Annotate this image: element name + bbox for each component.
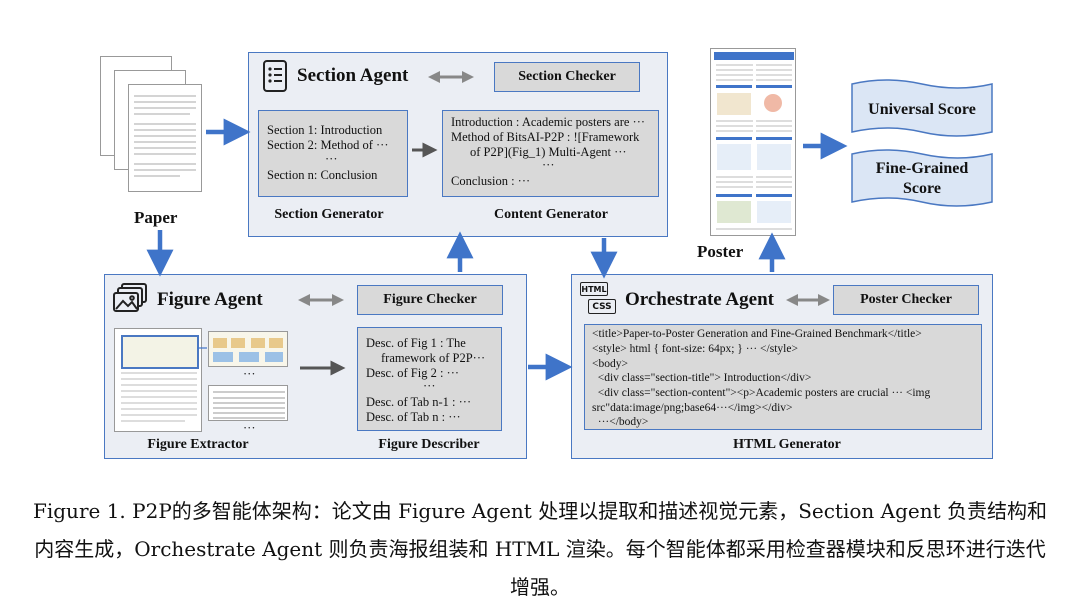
section-checker: Section Checker <box>494 62 640 92</box>
poster-checker: Poster Checker <box>833 285 979 315</box>
figure-agent-title: Figure Agent <box>157 289 263 310</box>
poster-label: Poster <box>697 242 744 261</box>
figure-desc-line: Desc. of Tab n-1 : ··· <box>366 395 472 409</box>
html-generator-label: HTML Generator <box>733 437 841 452</box>
figure-description-box <box>357 327 502 431</box>
figure-desc-ellipsis: ··· <box>423 379 436 393</box>
extracted-figure-thumbnail <box>208 331 288 367</box>
code-line: src"data:image/png;base64···</img></div> <box>592 402 793 414</box>
section-generator-label: Section Generator <box>274 207 384 222</box>
section-item: Section 2: Method of ··· <box>267 138 389 152</box>
section-ellipsis: ··· <box>325 152 338 166</box>
section-item: Section 1: Introduction <box>267 123 383 137</box>
table-thumb-ellipsis: ··· <box>243 421 256 435</box>
flow-arrows <box>146 71 848 381</box>
code-line: <div class="section-content"><p>Academic… <box>592 387 931 399</box>
content-ellipsis: ··· <box>542 158 555 172</box>
html-icon-label: HTML <box>580 282 608 296</box>
css-icon-label: CSS <box>588 299 616 314</box>
extracted-table-thumbnail <box>208 385 288 421</box>
figure-thumb-ellipsis: ··· <box>243 367 256 381</box>
code-line: <div class="section-title"> Introduction… <box>592 372 812 384</box>
code-line: <title>Paper-to-Poster Generation and Fi… <box>592 328 922 340</box>
content-box <box>442 110 659 197</box>
fine-grained-score-label: Fine-Grained Score <box>875 160 969 197</box>
figure-desc-line: Desc. of Fig 1 : The <box>366 336 466 350</box>
architecture-diagram: Paper Section Agent Section Checker Sect… <box>100 48 994 459</box>
html-css-icon: HTML CSS <box>578 281 618 317</box>
section-item: Section n: Conclusion <box>267 168 378 182</box>
poster-thumbnail <box>710 48 796 236</box>
content-generator-label: Content Generator <box>494 207 608 222</box>
figure-caption: Figure 1. P2P的多智能体架构：论文由 Figure Agent 处理… <box>32 499 1048 599</box>
content-line: Introduction : Academic posters are ··· <box>451 115 646 129</box>
content-line: Conclusion : ··· <box>451 174 531 188</box>
fine-grained-score-banner: Fine-Grained Score <box>850 148 994 210</box>
images-icon <box>112 282 150 316</box>
universal-score-banner: Universal Score <box>850 78 994 140</box>
figure-describer-label: Figure Describer <box>378 437 480 452</box>
content-line: Method of BitsAI-P2P : ![Framework <box>451 130 640 144</box>
orchestrate-agent-title: Orchestrate Agent <box>625 289 774 310</box>
figure-extractor-label: Figure Extractor <box>147 437 249 452</box>
figure-desc-line: Desc. of Fig 2 : ··· <box>366 366 460 380</box>
paper-page-thumbnail <box>114 328 202 432</box>
figure-desc-line: framework of P2P··· <box>381 351 486 365</box>
figure-desc-line: Desc. of Tab n : ··· <box>366 410 461 424</box>
universal-score-label: Universal Score <box>868 101 976 118</box>
list-icon <box>263 60 287 92</box>
paper-label: Paper <box>134 208 178 227</box>
code-line: <body> <box>592 358 628 370</box>
figure-checker: Figure Checker <box>357 285 503 315</box>
paper-stack-icon <box>100 56 210 196</box>
code-line: ···</body> <box>592 416 649 428</box>
code-line: <style> html { font-size: 64px; } ··· </… <box>592 343 798 355</box>
section-list-box <box>258 110 408 197</box>
section-agent-title: Section Agent <box>297 65 409 86</box>
html-code-box <box>584 324 982 430</box>
content-line: of P2P](Fig_1) Multi-Agent ··· <box>470 145 627 159</box>
